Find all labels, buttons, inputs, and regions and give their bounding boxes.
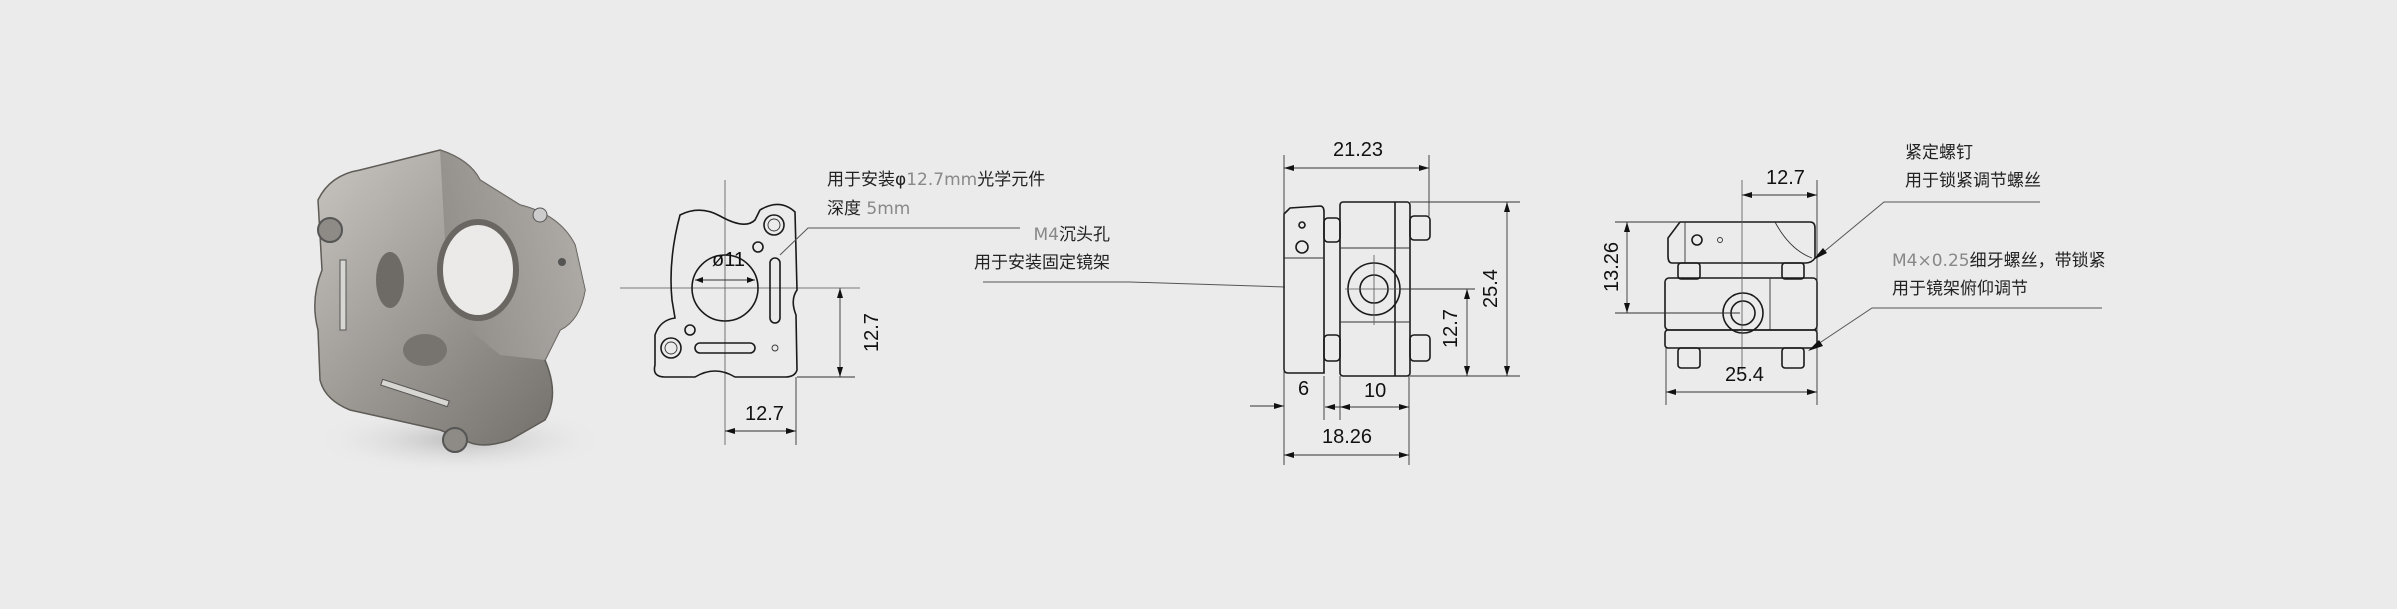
dim-top-top: 12.7 — [1766, 167, 1805, 189]
front-view: ø11 12.7 12.7 用于安装φ12.7mm光学元件 深度 5mm M4沉… — [620, 170, 1286, 445]
dim-front-vertical: 12.7 — [861, 313, 883, 352]
dim-top-width: 25.4 — [1725, 364, 1764, 386]
dim-side-center: 12.7 — [1440, 309, 1462, 348]
dim-side-plate: 6 — [1298, 378, 1309, 400]
diameter-label: ø11 — [712, 249, 745, 271]
dim-side-body: 10 — [1364, 380, 1386, 402]
note-optic-mount: 用于安装φ12.7mm光学元件 — [827, 170, 1045, 190]
dim-top-height: 13.26 — [1601, 242, 1623, 292]
adjuster-screw-icon — [442, 427, 468, 453]
note-fine-screw: M4×0.25细牙螺丝，带锁紧 — [1892, 251, 2106, 271]
dim-side-top: 21.23 — [1333, 139, 1383, 161]
side-view: 21.23 25.4 12.7 6 10 18.26 — [1250, 139, 1520, 465]
dim-side-bottom: 18.26 — [1322, 426, 1372, 448]
adjuster-screw-icon — [317, 217, 343, 243]
note-fine-screw-desc: 用于镜架俯仰调节 — [1892, 279, 2028, 299]
dim-side-height: 25.4 — [1480, 269, 1502, 308]
optic-bore — [437, 219, 519, 321]
note-set-screw: 紧定螺钉 — [1905, 143, 1973, 163]
product-render — [310, 149, 610, 475]
note-mounting: 用于安装固定镜架 — [974, 253, 1110, 273]
note-depth: 深度 5mm — [827, 199, 910, 219]
dim-front-horizontal: 12.7 — [745, 403, 784, 425]
top-view: 12.7 13.26 25.4 紧定螺钉 用于锁紧调节螺丝 M4×0.25细牙螺… — [1601, 143, 2106, 405]
note-set-screw-desc: 用于锁紧调节螺丝 — [1905, 171, 2041, 191]
note-counterbore: M4沉头孔 — [1034, 225, 1110, 245]
